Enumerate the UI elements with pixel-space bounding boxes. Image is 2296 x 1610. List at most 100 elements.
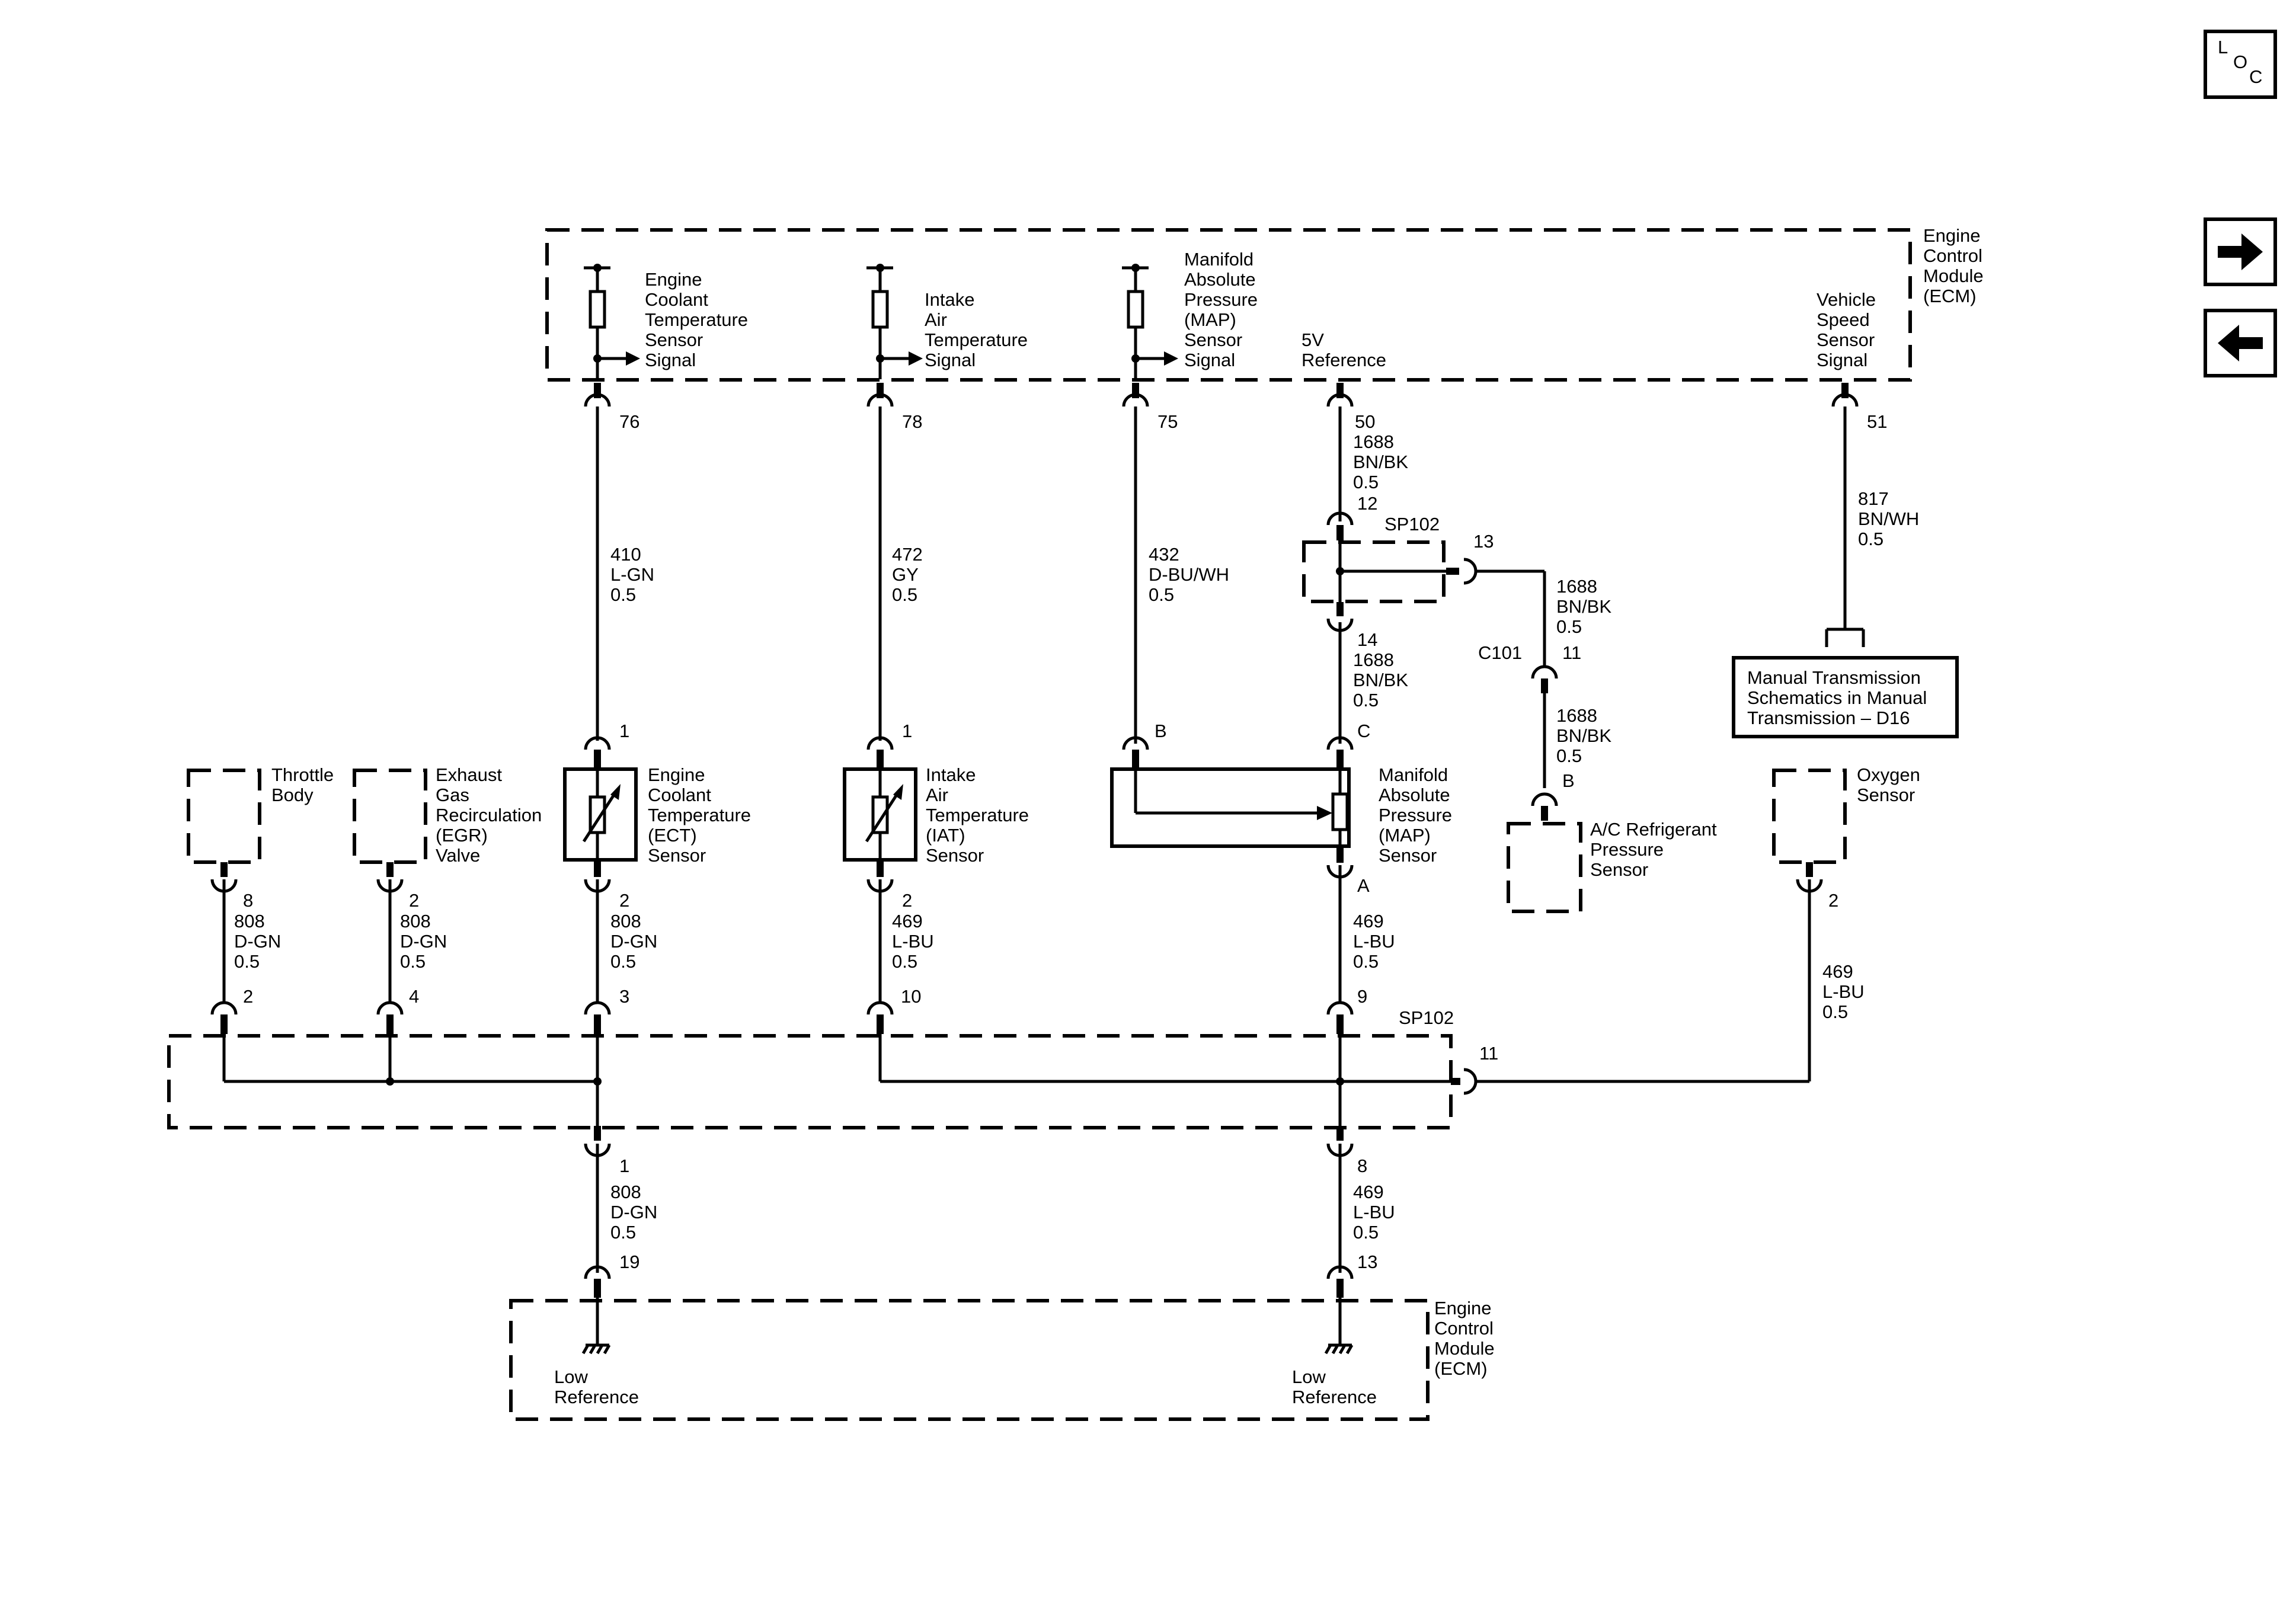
svg-text:BN/BK: BN/BK	[1556, 725, 1611, 746]
svg-text:Signal: Signal	[645, 350, 696, 370]
map-pin-c: C	[1357, 721, 1370, 741]
svg-text:Sensor: Sensor	[1817, 329, 1875, 350]
svg-text:0.5: 0.5	[1353, 690, 1379, 710]
splice-top-name: SP102	[1384, 514, 1440, 534]
svg-text:Oxygen: Oxygen	[1857, 764, 1920, 785]
svg-text:0.5: 0.5	[1353, 472, 1379, 492]
svg-text:Valve: Valve	[436, 845, 480, 866]
ecm-vss-signal-label: Vehicle Speed Sensor Signal	[1817, 289, 1876, 370]
svg-text:(ECM): (ECM)	[1923, 286, 1977, 306]
splice-top-connectors	[1326, 511, 1546, 667]
splice-bottom-pin-8: 8	[1357, 1156, 1367, 1176]
svg-text:Sensor: Sensor	[926, 845, 984, 866]
svg-text:BN/BK: BN/BK	[1353, 452, 1408, 472]
pin-76: 76	[619, 411, 639, 432]
svg-text:L-GN: L-GN	[610, 564, 654, 585]
loc-button[interactable]: L O C	[2204, 30, 2277, 99]
svg-text:Transmission – D16: Transmission – D16	[1747, 708, 1910, 728]
svg-text:1688: 1688	[1353, 649, 1394, 670]
svg-text:1688: 1688	[1353, 431, 1394, 452]
ecm-map-signal-symbol	[1122, 264, 1178, 379]
ecm-bottom-box	[509, 1299, 1430, 1421]
loc-letter-o: O	[2233, 52, 2247, 72]
svg-text:Temperature: Temperature	[648, 805, 751, 825]
svg-text:(ECT): (ECT)	[648, 825, 697, 846]
iat-sensor	[843, 736, 917, 893]
svg-text:Module: Module	[1923, 265, 1984, 286]
ac-pin-b: B	[1562, 770, 1575, 791]
prev-button[interactable]	[2204, 309, 2277, 377]
map-pin-b: B	[1155, 721, 1167, 741]
svg-text:469: 469	[892, 911, 923, 932]
wire-432-label: 432 D-BU/WH 0.5	[1149, 544, 1229, 605]
throttle-body-pin-8: 8	[243, 890, 253, 911]
ac-pressure-sensor	[1507, 792, 1582, 913]
svg-text:472: 472	[892, 544, 923, 565]
svg-text:Reference: Reference	[1302, 350, 1386, 370]
iat-sensor-label: Intake Air Temperature (IAT) Sensor	[926, 764, 1029, 866]
next-button[interactable]	[2204, 217, 2277, 286]
svg-text:0.5: 0.5	[610, 584, 636, 605]
svg-text:Coolant: Coolant	[645, 289, 708, 310]
svg-text:0.5: 0.5	[1822, 1001, 1848, 1022]
svg-text:Recirculation: Recirculation	[436, 805, 542, 825]
ground-icon	[1324, 1343, 1354, 1355]
svg-text:(EGR): (EGR)	[436, 825, 488, 846]
ect-sensor-label: Engine Coolant Temperature (ECT) Sensor	[648, 764, 751, 866]
ecm-ect-signal-symbol	[584, 264, 640, 379]
ect-sensor	[563, 736, 638, 893]
svg-text:Pressure: Pressure	[1590, 839, 1664, 860]
svg-text:BN/WH: BN/WH	[1858, 508, 1919, 529]
c101-connector	[1531, 665, 1558, 788]
svg-text:Throttle: Throttle	[271, 764, 334, 785]
iat-pin-2: 2	[902, 890, 912, 911]
svg-text:(MAP): (MAP)	[1184, 309, 1236, 330]
svg-text:0.5: 0.5	[1353, 951, 1379, 972]
svg-text:Engine: Engine	[645, 269, 702, 290]
svg-text:(MAP): (MAP)	[1379, 825, 1431, 846]
svg-text:Intake: Intake	[926, 764, 976, 785]
svg-text:432: 432	[1149, 544, 1179, 565]
ecm-5v-reference-label: 5V Reference	[1302, 329, 1386, 370]
svg-text:0.5: 0.5	[234, 951, 260, 972]
ecm-bottom-low-reference-right: Low Reference	[1292, 1366, 1377, 1407]
splice-top-pin-13: 13	[1473, 531, 1494, 552]
ground-icon	[581, 1343, 611, 1355]
svg-text:Gas: Gas	[436, 785, 469, 805]
svg-text:1688: 1688	[1556, 576, 1597, 597]
ect-pin-1: 1	[619, 721, 629, 741]
c101-name: C101	[1478, 642, 1522, 663]
manual-transmission-ref[interactable]: Manual Transmission Schematics in Manual…	[1732, 628, 1959, 738]
map-sensor-label: Manifold Absolute Pressure (MAP) Sensor	[1379, 764, 1452, 866]
splice-bottom-pin-3: 3	[619, 986, 629, 1007]
map-pin-a: A	[1357, 875, 1370, 896]
splice-top-box	[1302, 540, 1446, 603]
splice-bottom-pin-1: 1	[619, 1156, 629, 1176]
svg-text:GY: GY	[892, 564, 919, 585]
svg-text:808: 808	[610, 911, 641, 932]
ecm-bottom-pin-19: 19	[619, 1251, 639, 1272]
throttle-body-label: Throttle Body	[271, 764, 334, 805]
svg-text:Temperature: Temperature	[645, 309, 748, 330]
arrow-right-icon	[2218, 233, 2263, 270]
wire-469-low-label: 469 L-BU 0.5	[1353, 1182, 1395, 1243]
svg-text:Manifold: Manifold	[1184, 249, 1253, 270]
svg-text:Air: Air	[925, 309, 947, 330]
svg-text:Sensor: Sensor	[1379, 845, 1437, 866]
svg-text:Body: Body	[271, 785, 314, 805]
splice-bottom-name: SP102	[1399, 1007, 1454, 1028]
svg-text:L-BU: L-BU	[1353, 931, 1395, 952]
svg-text:Reference: Reference	[554, 1387, 639, 1407]
svg-text:(ECM): (ECM)	[1434, 1358, 1488, 1379]
o2-pin-2: 2	[1828, 890, 1838, 911]
svg-text:Engine: Engine	[648, 764, 705, 785]
oxygen-sensor-label: Oxygen Sensor	[1857, 764, 1920, 805]
wire-1688-b-label: 1688 BN/BK 0.5	[1556, 576, 1611, 637]
svg-text:Engine: Engine	[1923, 225, 1981, 246]
svg-text:Pressure: Pressure	[1184, 289, 1258, 310]
pin-78: 78	[902, 411, 922, 432]
ecm-bottom-pin-13: 13	[1357, 1251, 1377, 1272]
svg-text:Absolute: Absolute	[1379, 785, 1450, 805]
iat-pin-1: 1	[902, 721, 912, 741]
svg-text:Signal: Signal	[925, 350, 976, 370]
